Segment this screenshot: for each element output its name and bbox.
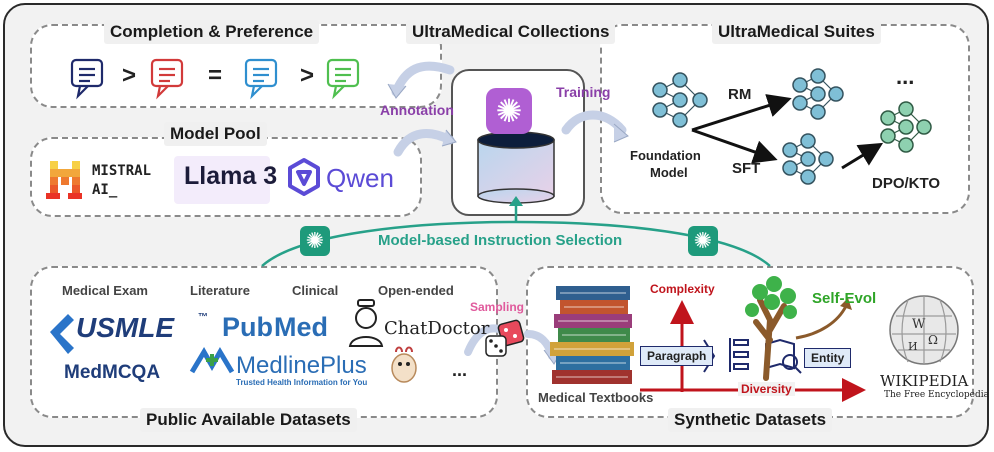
llama-logo: Llama 3 — [184, 162, 278, 190]
dice-icon — [485, 319, 525, 357]
chatdoctor-icon — [348, 299, 384, 347]
dpo-arrow — [841, 142, 884, 170]
sft-arrow — [691, 128, 778, 164]
medmcqa-logo: MedMCQA — [64, 362, 161, 383]
diversity-label: Diversity — [738, 382, 795, 396]
suites-title: UltraMedical Suites — [712, 20, 881, 44]
public-title: Public Available Datasets — [140, 408, 357, 432]
usmle-logo: USMLE — [76, 312, 174, 343]
wikipedia-wordmark: WIKIPEDIA — [880, 372, 969, 390]
annotation-label: Annotation — [380, 102, 454, 118]
rm-network-icon — [792, 68, 844, 120]
model-pool-title: Model Pool — [164, 122, 267, 146]
rm-label: RM — [728, 86, 752, 103]
gt-symbol-2: > — [300, 62, 315, 89]
gt-symbol-1: > — [122, 62, 137, 89]
completion-title: Completion & Preference — [104, 20, 320, 44]
col-medical-exam: Medical Exam — [62, 283, 148, 298]
suites-box — [600, 24, 970, 214]
wikipedia-globe-icon: W Ω И — [889, 295, 959, 365]
eq-symbol: = — [208, 62, 223, 89]
dpo-network-icon — [880, 101, 932, 153]
openai-icon-right: ✺ — [688, 226, 718, 256]
mistral-logo-icon — [46, 161, 82, 199]
qwen-logo-text: Qwen — [326, 163, 394, 193]
medline-logo: MedlinePlus — [236, 352, 367, 379]
chatdoctor-logo: ChatDoctor — [384, 318, 490, 339]
chat-icon-2 — [150, 58, 184, 100]
rm-arrow — [691, 94, 792, 132]
wikipedia-tagline: The Free Encyclopedia — [884, 390, 989, 400]
dpo-label: DPO/KTO — [872, 175, 941, 192]
mistral-line2: AI_ — [92, 182, 118, 198]
medline-tagline: Trusted Health Information for You — [236, 378, 368, 387]
chat-icon-4 — [326, 58, 360, 100]
training-label: Training — [556, 84, 611, 100]
outline-icon — [729, 338, 749, 372]
foundation-network-icon — [652, 72, 708, 128]
training-arrow — [561, 110, 627, 135]
mistral-line1: MISTRAL — [92, 163, 152, 179]
chat-icon-3 — [244, 58, 278, 100]
openai-logo-icon: ✺ — [486, 88, 532, 134]
pool-arrow — [393, 129, 455, 157]
sampling-label: Sampling — [470, 300, 525, 314]
sft-network-icon — [782, 133, 834, 185]
qwen-logo-icon — [288, 158, 320, 196]
sft-label: SFT — [732, 160, 761, 177]
svg-text:Ω: Ω — [928, 333, 938, 347]
usmle-tm: ™ — [198, 312, 208, 323]
col-literature: Literature — [190, 283, 250, 298]
openai-icon-left: ✺ — [300, 226, 330, 256]
col-open-ended: Open-ended — [378, 283, 454, 298]
alpaca-icon — [391, 346, 417, 383]
database-icon — [477, 131, 555, 204]
foundation-line2: Model — [650, 165, 688, 180]
tree-icon — [745, 276, 797, 381]
complexity-label: Complexity — [650, 282, 715, 296]
synthetic-title: Synthetic Datasets — [668, 408, 833, 432]
pubmed-pub: Pub — [222, 312, 273, 342]
entity-box: Entity — [804, 348, 852, 368]
self-evol-label: Self-Evol — [812, 290, 877, 307]
medline-logo-icon — [189, 347, 235, 374]
foundation-line1: Foundation — [630, 148, 701, 163]
svg-text:W: W — [912, 317, 926, 332]
chat-icon-1 — [70, 58, 104, 100]
usmle-logo-icon — [50, 314, 74, 354]
books-icon — [550, 286, 634, 384]
public-ellipsis: ... — [452, 360, 468, 380]
selection-label: Model-based Instruction Selection — [372, 232, 629, 249]
collections-title: UltraMedical Collections — [406, 20, 616, 44]
llama-logo-bg — [174, 156, 270, 204]
public-box — [30, 266, 498, 418]
svg-text:И: И — [908, 340, 918, 353]
suites-ellipsis: ... — [896, 64, 915, 89]
col-clinical: Clinical — [292, 283, 339, 298]
pubmed-med: Med — [274, 312, 328, 342]
textbooks-label: Medical Textbooks — [538, 390, 654, 405]
paragraph-box: Paragraph — [640, 346, 714, 366]
